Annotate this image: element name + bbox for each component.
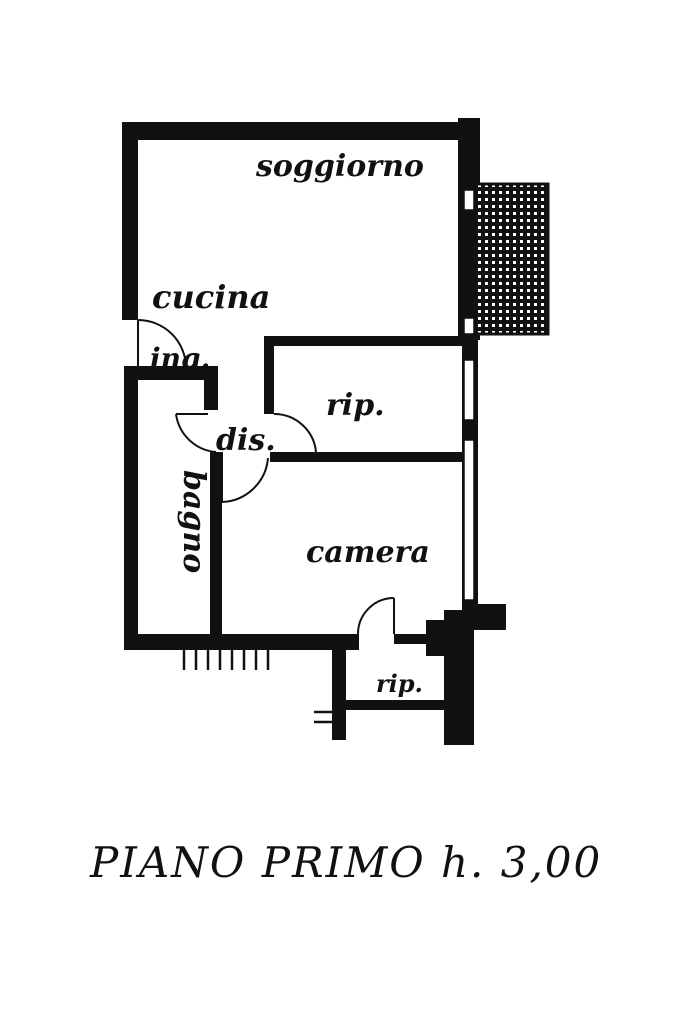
door-swings <box>137 319 395 635</box>
label-ingresso: ing. <box>150 342 210 375</box>
walls <box>122 118 506 745</box>
label-disimpegno: dis. <box>216 423 276 458</box>
balcony-grid <box>472 182 550 336</box>
label-ripostiglio-lower: rip. <box>376 669 423 698</box>
label-camera: camera <box>306 535 430 570</box>
label-soggiorno: soggiorno <box>255 149 424 184</box>
floor-caption: PIANO PRIMO h. 3,00 <box>90 838 603 887</box>
label-cucina: cucina <box>152 278 270 316</box>
label-bagno: bagno <box>176 470 211 573</box>
stair-marks <box>182 650 334 724</box>
windows <box>463 189 475 601</box>
label-ripostiglio-upper: rip. <box>326 388 385 423</box>
